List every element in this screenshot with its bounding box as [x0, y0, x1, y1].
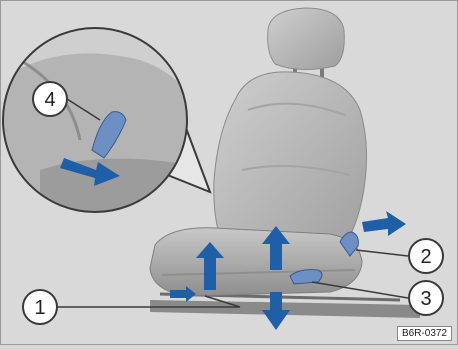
callout-2-label: 2: [420, 246, 431, 268]
callout-4: 4: [33, 82, 67, 116]
callout-1-label: 1: [34, 297, 45, 319]
callout-1: 1: [23, 290, 57, 324]
callout-2: 2: [409, 239, 443, 273]
callout-3-label: 3: [420, 288, 431, 310]
callout-4-label: 4: [44, 89, 55, 111]
callout-3: 3: [409, 281, 443, 315]
figure-reference-code: B6R-0372: [397, 326, 452, 341]
